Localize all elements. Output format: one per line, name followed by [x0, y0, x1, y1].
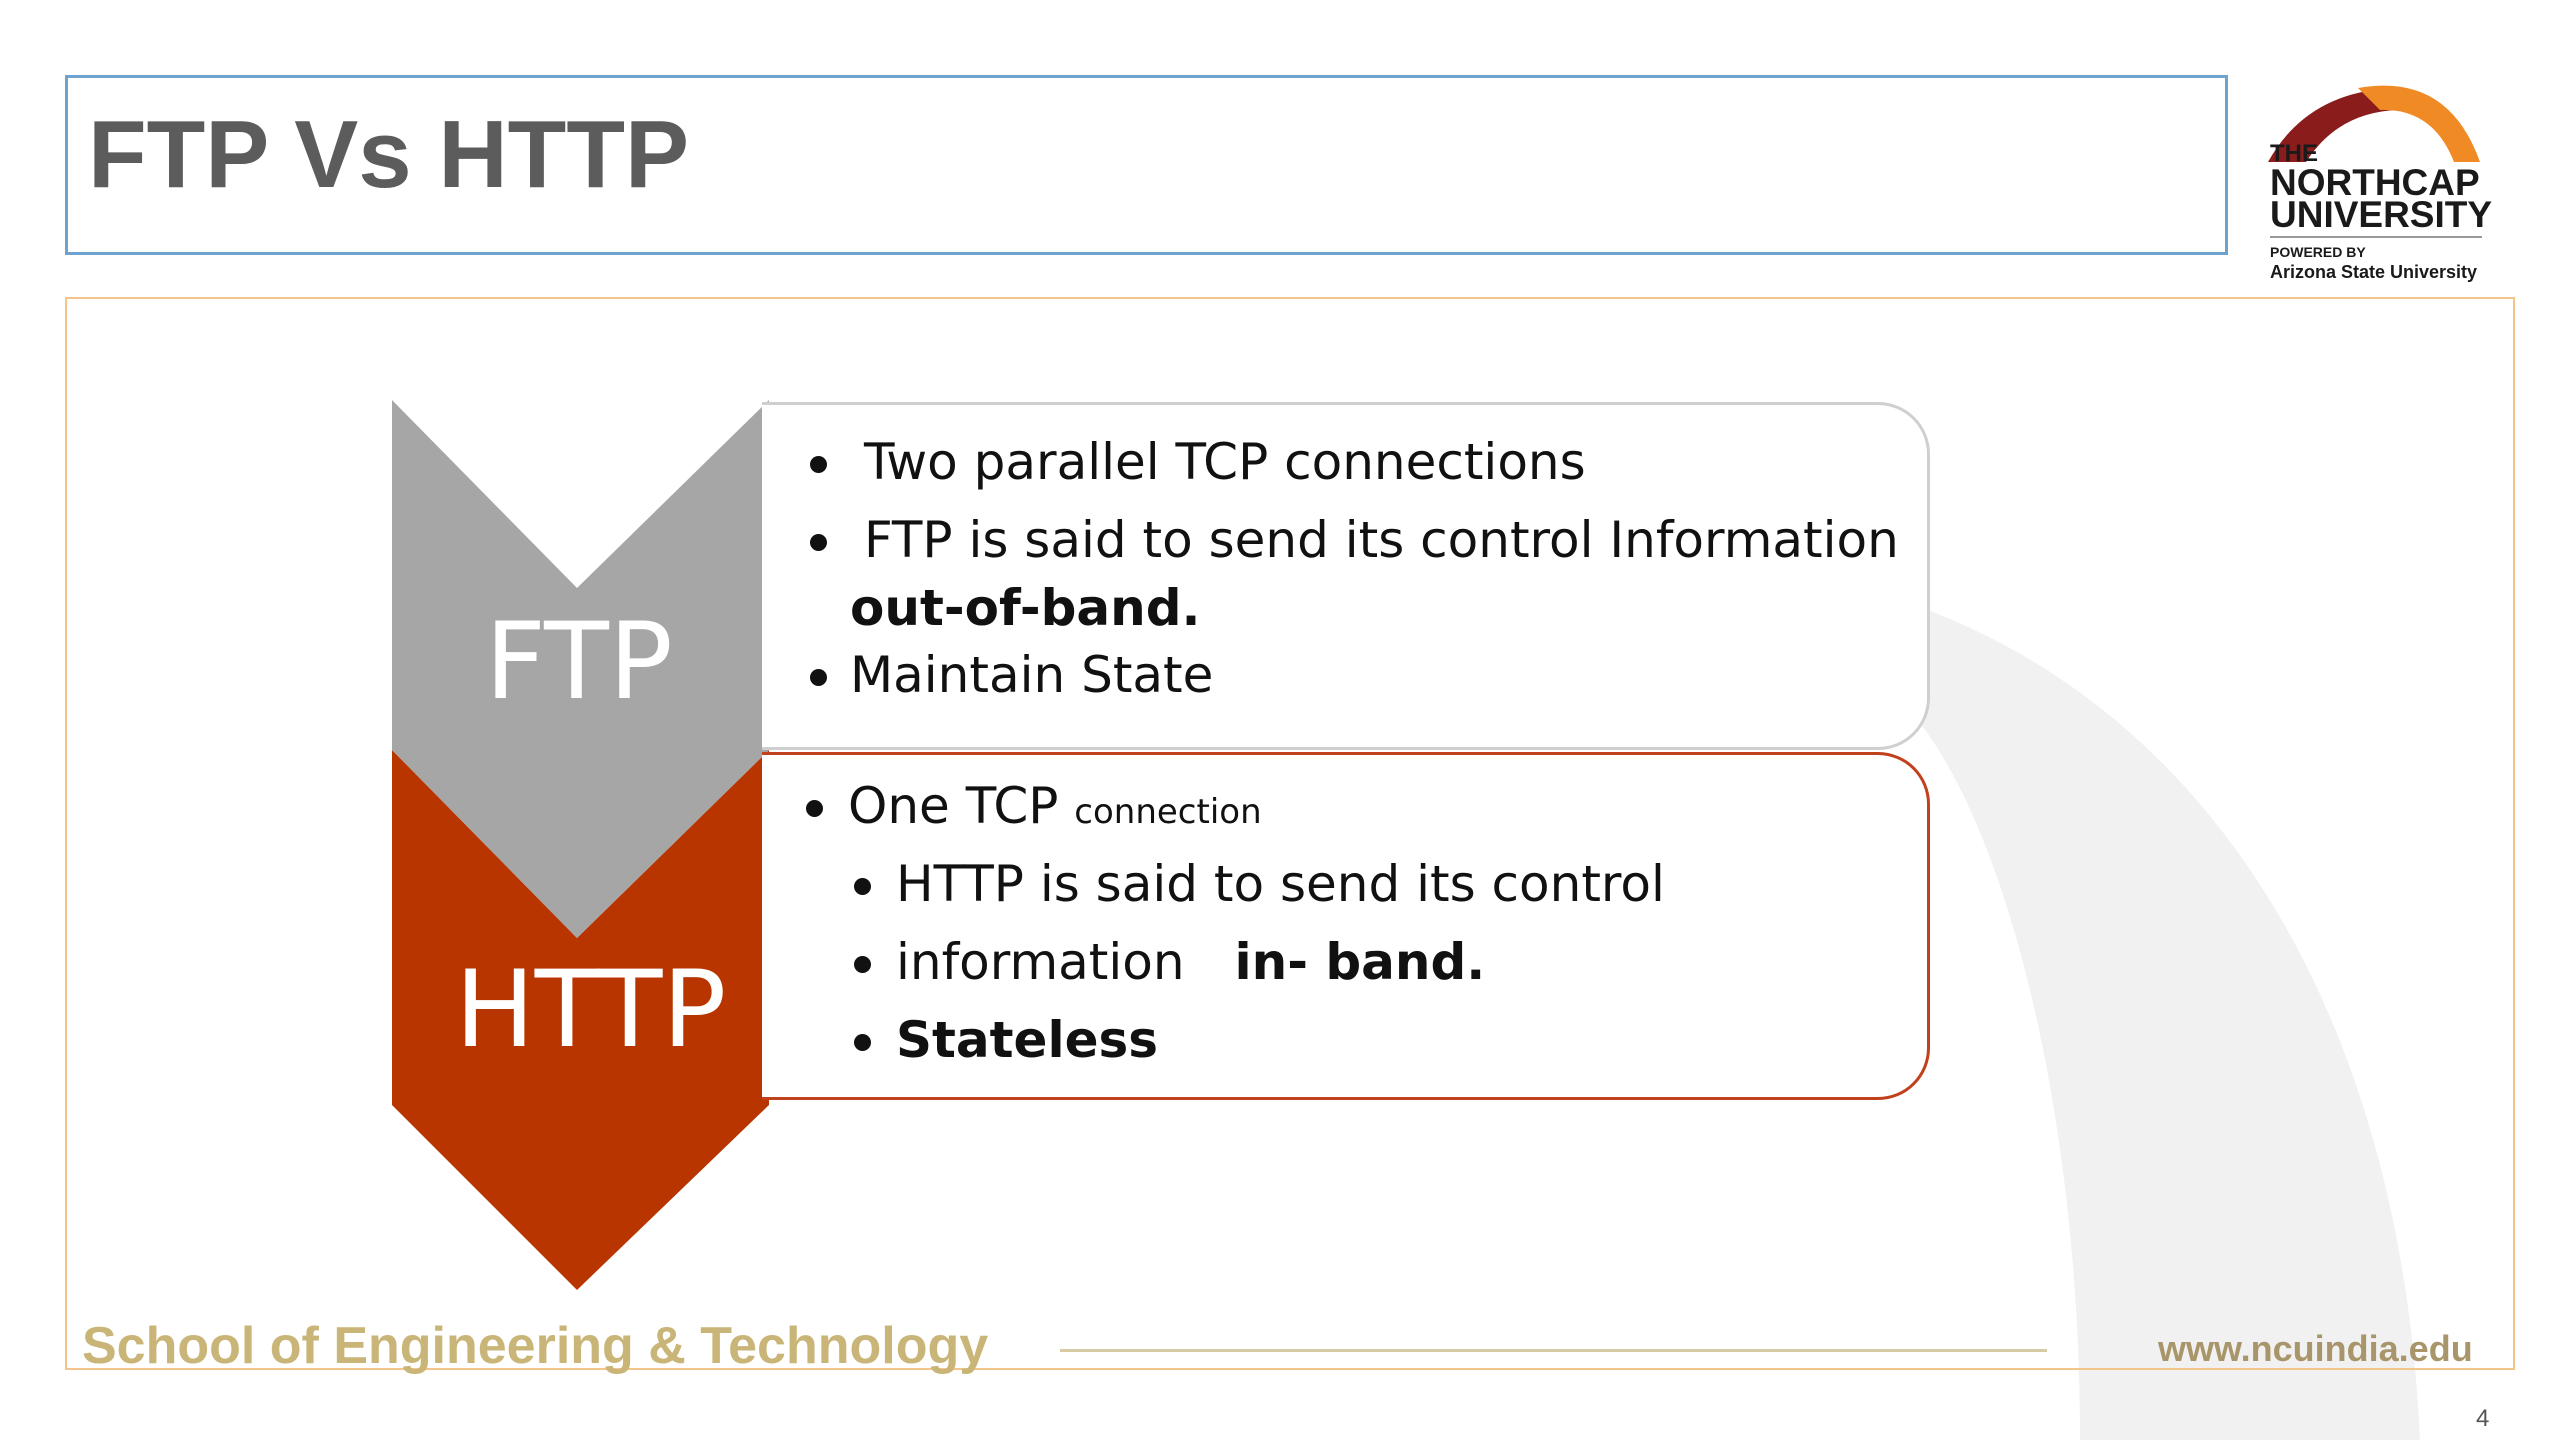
ftp-chevron-shape: [392, 400, 769, 938]
http-panel: One TCP connection HTTP is said to send …: [762, 752, 1930, 1100]
bullet-icon: [806, 800, 823, 817]
bullet-icon: [810, 534, 827, 551]
http-bullet-4: Stateless: [896, 1011, 1159, 1069]
logo-northcap: NORTHCAP: [2270, 162, 2480, 203]
bullet-icon: [854, 956, 871, 973]
bullet-icon: [854, 1034, 871, 1051]
bullet-icon: [810, 669, 827, 686]
ftp-label: FTP: [485, 600, 673, 723]
ftp-bullet-2-cont: out-of-band.: [850, 579, 1201, 637]
bullet-icon: [810, 456, 827, 473]
http-chevron-shape: [392, 750, 769, 1290]
logo-arc-icon: [2268, 85, 2480, 162]
university-logo: THE NORTHCAP UNIVERSITY POWERED BY Arizo…: [2262, 80, 2492, 290]
ftp-bullet-3: Maintain State: [850, 646, 1214, 704]
footer-divider: [1060, 1349, 2047, 1352]
logo-divider: [2270, 236, 2482, 238]
http-bullet-3-main: information: [896, 933, 1185, 991]
ftp-bullet-2: FTP is said to send its control Informat…: [864, 511, 1899, 569]
footer-url-link[interactable]: www.ncuindia.edu: [2158, 1328, 2473, 1369]
ftp-panel: Two parallel TCP connections FTP is said…: [762, 402, 1930, 750]
slide-title: FTP Vs HTTP: [88, 101, 689, 208]
logo-powered-by: POWERED BY: [2270, 244, 2366, 260]
page-number: 4: [2476, 1405, 2490, 1432]
http-bullet-3-bold: in- band.: [1234, 933, 1486, 991]
http-bullet-1: One TCP connection: [848, 781, 1262, 831]
http-bullet-1-main: One TCP: [848, 777, 1059, 835]
logo-the: THE: [2270, 140, 2318, 167]
logo-asu: Arizona State University: [2270, 262, 2478, 282]
chevron-graphic: [392, 400, 769, 1290]
http-bullet-1-small: connection: [1074, 792, 1262, 832]
http-label: HTTP: [455, 948, 727, 1071]
ftp-bullet-1: Two parallel TCP connections: [864, 433, 1586, 491]
http-bullet-2: HTTP is said to send its control: [896, 855, 1665, 913]
http-bullet-3: information in- band.: [896, 937, 1485, 987]
title-box: FTP Vs HTTP: [65, 75, 2228, 255]
footer-school-name: School of Engineering & Technology: [82, 1317, 989, 1375]
content-box: [65, 297, 2515, 1370]
bullet-icon: [854, 878, 871, 895]
logo-university: UNIVERSITY: [2270, 194, 2493, 235]
